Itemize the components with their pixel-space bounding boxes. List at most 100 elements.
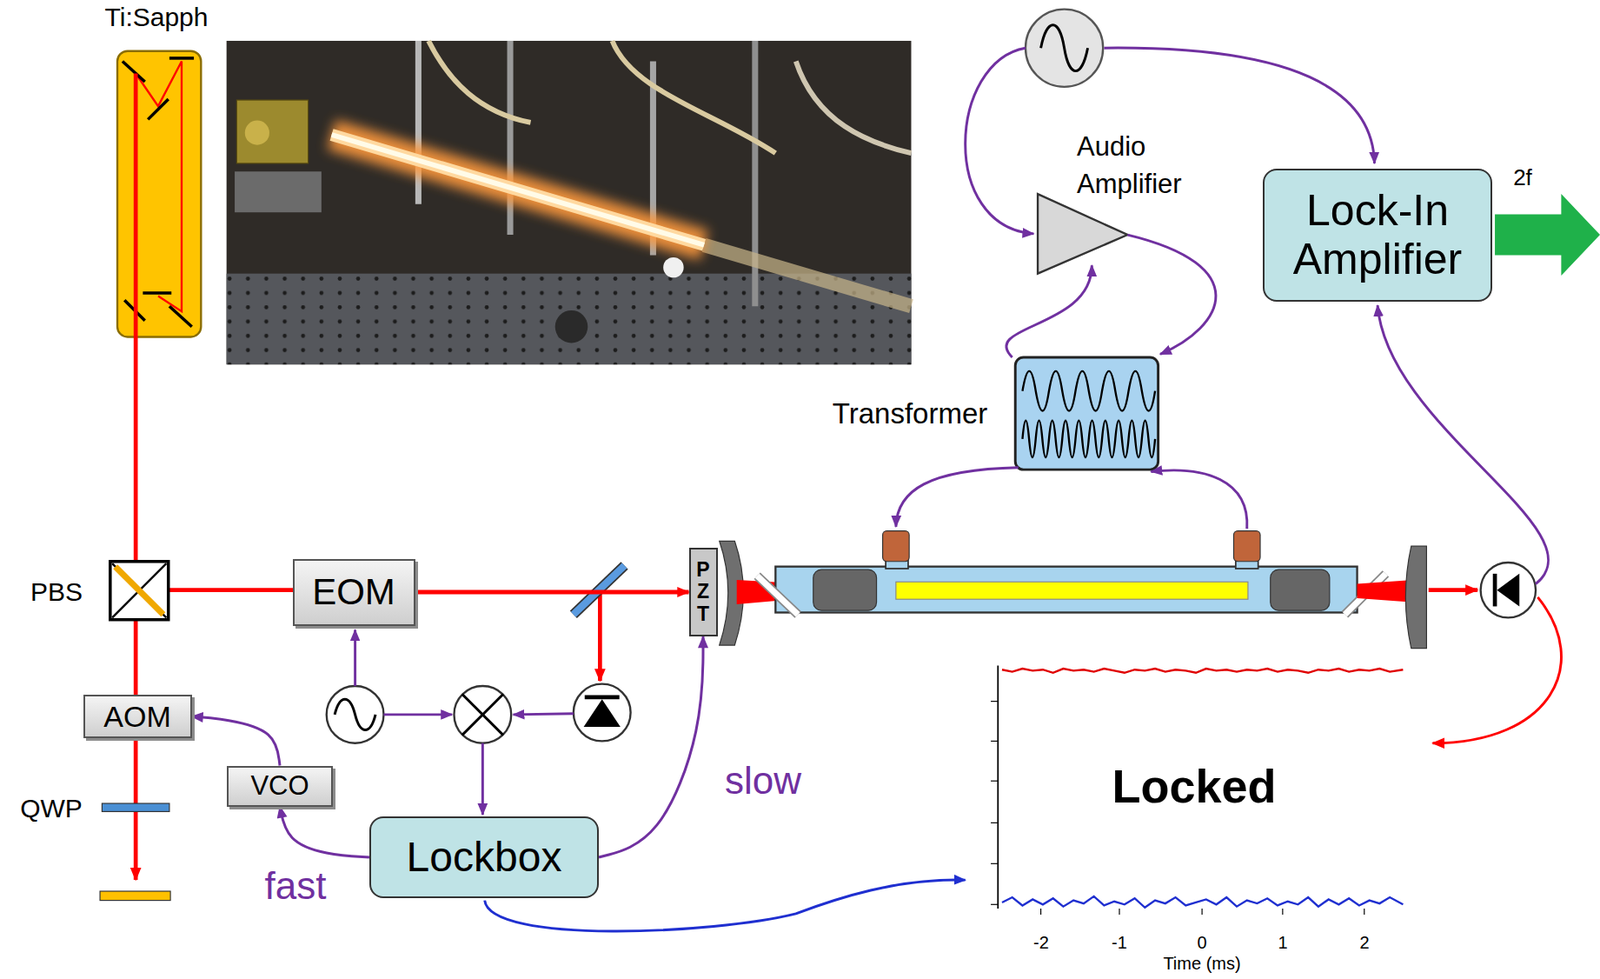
axis-tick-label: 0 — [1196, 932, 1207, 953]
laser-beam — [168, 587, 297, 592]
node-label: EOM — [312, 570, 396, 612]
photo — [611, 40, 776, 153]
cavity — [1270, 569, 1330, 611]
ti-sapph-laser — [169, 56, 194, 60]
scope-plot — [990, 740, 998, 742]
signal-wire — [513, 713, 574, 715]
scope-plot — [990, 863, 998, 864]
amplifier-label: Audio Amplifier — [1076, 127, 1208, 204]
photo — [555, 310, 589, 344]
photo — [331, 134, 705, 246]
node-label: PZT — [693, 558, 714, 625]
mixer — [462, 693, 504, 735]
plot-annotation: Locked — [1111, 758, 1276, 813]
axis-tick-label: 1 — [1277, 932, 1288, 953]
mixer — [462, 693, 504, 735]
scope-plot — [484, 597, 1562, 931]
transformer-symbol — [1022, 420, 1156, 458]
ti-sapph-laser — [135, 60, 182, 312]
node-label: VCO — [250, 770, 309, 802]
laser-beam — [133, 73, 139, 562]
axis-tick-label: 2 — [1359, 932, 1369, 953]
output-photodiode — [1496, 573, 1520, 607]
photo — [234, 171, 322, 213]
scope-plot — [1363, 908, 1365, 915]
quarter-wave-plate — [101, 803, 169, 811]
signal-wire — [383, 712, 452, 716]
polarizing-beam-splitter — [112, 563, 166, 618]
end-mirror — [99, 890, 171, 901]
output-photodiode — [1493, 573, 1498, 607]
photo — [226, 40, 912, 365]
signal-wire — [353, 629, 357, 686]
scope-plot — [990, 700, 998, 702]
signal-wire — [355, 629, 574, 815]
pickoff-beam-splitter — [597, 590, 603, 681]
output-arrow — [1494, 193, 1600, 276]
scope-plot — [990, 822, 998, 824]
axis-title: Time (ms) — [1162, 953, 1241, 974]
scope-plot — [1002, 896, 1403, 908]
ti-sapph-laser — [169, 305, 193, 326]
edge-label: slow — [724, 758, 802, 804]
amplifier-symbol — [1037, 193, 1128, 274]
amplifier-symbol — [1037, 193, 1128, 274]
rf-oscillator — [326, 685, 385, 744]
photo — [226, 273, 912, 365]
transformer-symbol — [1015, 357, 1158, 470]
output-arrow — [1494, 193, 1600, 276]
ti-sapph-laser — [117, 51, 201, 338]
audio-oscillator — [1025, 9, 1103, 87]
aom-box: AOM — [83, 694, 193, 738]
scope-plot — [1201, 908, 1203, 915]
mixer — [453, 685, 512, 744]
transformer-symbol — [1022, 371, 1156, 412]
scope-plot — [990, 903, 998, 905]
polarizing-beam-splitter — [110, 561, 169, 620]
photo — [245, 120, 270, 146]
drive-wire — [1127, 234, 1216, 354]
cavity — [1405, 545, 1427, 648]
drive-wire — [896, 47, 1549, 585]
cavity — [1233, 531, 1261, 562]
node-label: AOM — [103, 699, 171, 733]
cavity — [756, 575, 798, 615]
laser-label: Ti:Sapph — [105, 2, 209, 34]
photodiode — [573, 683, 631, 742]
pzt-actuator: PZT — [689, 547, 718, 637]
polarizing-beam-splitter — [112, 563, 166, 618]
scope-plot — [990, 780, 998, 782]
laser-beam — [133, 619, 139, 704]
photo — [331, 134, 705, 246]
photo — [507, 40, 514, 235]
photo — [331, 134, 705, 246]
node-label: Lockbox — [406, 833, 563, 881]
signal-wire — [481, 743, 485, 815]
eom-box: EOM — [292, 558, 416, 626]
edge-label: fast — [265, 863, 327, 909]
photo — [226, 40, 912, 365]
rf-oscillator — [326, 685, 385, 744]
transformer-label: Transformer — [832, 397, 988, 431]
scope-plot — [996, 665, 999, 909]
cavity — [775, 566, 1357, 613]
control-signal — [279, 806, 370, 858]
photodiode — [584, 695, 620, 700]
control-signal — [192, 716, 281, 766]
lock-in-amplifier-box: Lock-In Amplifier — [1262, 168, 1493, 302]
vco-box: VCO — [226, 765, 333, 807]
photo — [663, 257, 684, 278]
scope-plot — [1040, 908, 1042, 915]
cavity — [882, 531, 910, 562]
drive-wire — [965, 47, 1035, 234]
cavity — [896, 581, 1249, 599]
ti-sapph-laser — [147, 99, 168, 120]
transformer-symbol — [1015, 357, 1158, 470]
polarizing-beam-splitter — [115, 566, 164, 615]
photo — [415, 40, 422, 205]
output-photodiode — [1480, 562, 1536, 618]
mixer — [453, 685, 512, 744]
laser-beam — [135, 73, 296, 881]
scope-plot — [1118, 908, 1120, 915]
